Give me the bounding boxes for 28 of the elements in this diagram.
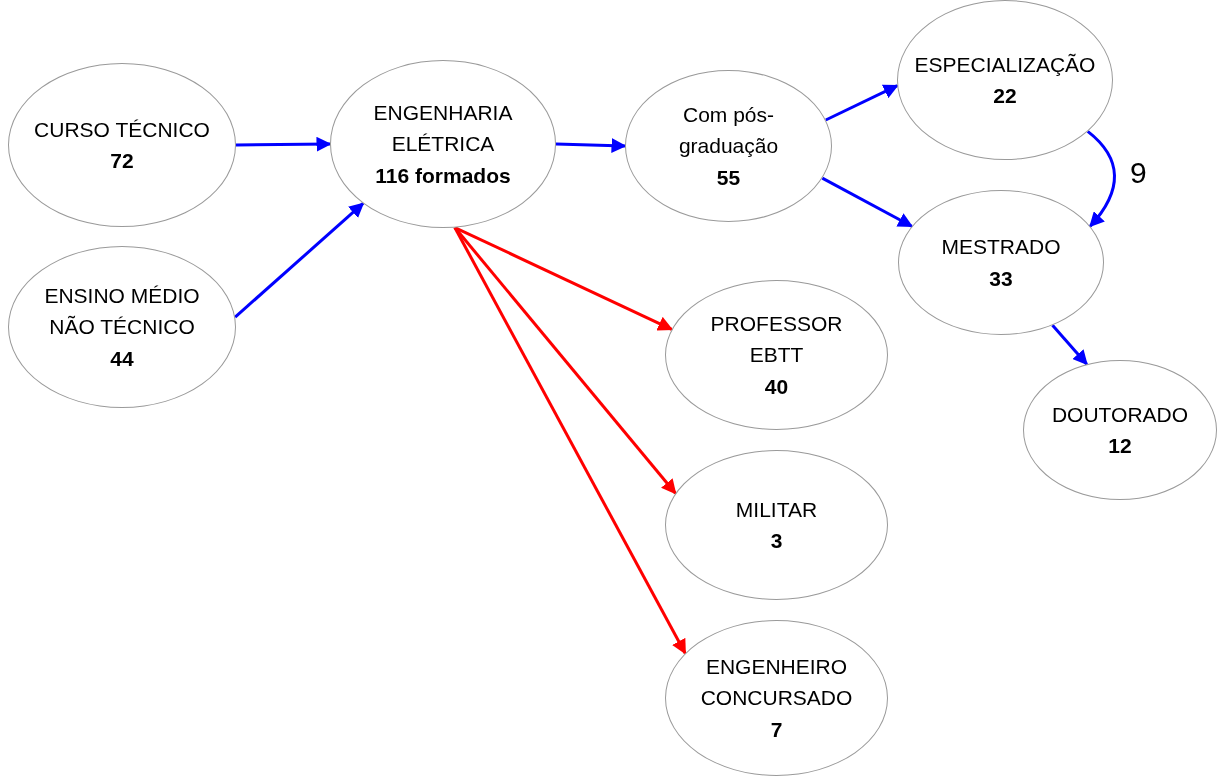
node-title: ENGENHARIA ELÉTRICA <box>372 99 514 158</box>
node-count: 3 <box>770 528 783 554</box>
node-title: DOUTORADO <box>1051 401 1189 428</box>
node-count: 72 <box>110 148 134 174</box>
node-count: 40 <box>764 373 789 400</box>
node-count: 12 <box>1108 433 1132 459</box>
node-count: 116 formados <box>375 162 511 189</box>
node-title: MILITAR <box>735 496 818 523</box>
arrow <box>453 226 687 655</box>
node-count: 55 <box>716 164 741 191</box>
node-title: ENGENHEIRO CONCURSADO <box>699 653 854 712</box>
node-count: 7 <box>770 716 783 743</box>
node-title: ESPECIALIZAÇÃO <box>914 51 1096 78</box>
arrow <box>555 138 627 154</box>
node-count: 44 <box>110 345 134 372</box>
arrow <box>1051 324 1088 366</box>
arrow <box>234 202 365 319</box>
node-count: 33 <box>989 265 1013 292</box>
node-title: CURSO TÉCNICO <box>34 116 210 143</box>
node-title: PROFESSOR EBTT <box>709 310 844 369</box>
arrow <box>236 136 332 152</box>
arrow <box>1086 130 1116 228</box>
node-title: Com pós-graduação <box>677 101 780 160</box>
node-title: ENSINO MÉDIO NÃO TÉCNICO <box>43 282 201 341</box>
arrow <box>825 84 899 122</box>
node-title: MESTRADO <box>941 234 1061 260</box>
arrow <box>821 176 914 228</box>
node-count: 22 <box>993 83 1017 109</box>
